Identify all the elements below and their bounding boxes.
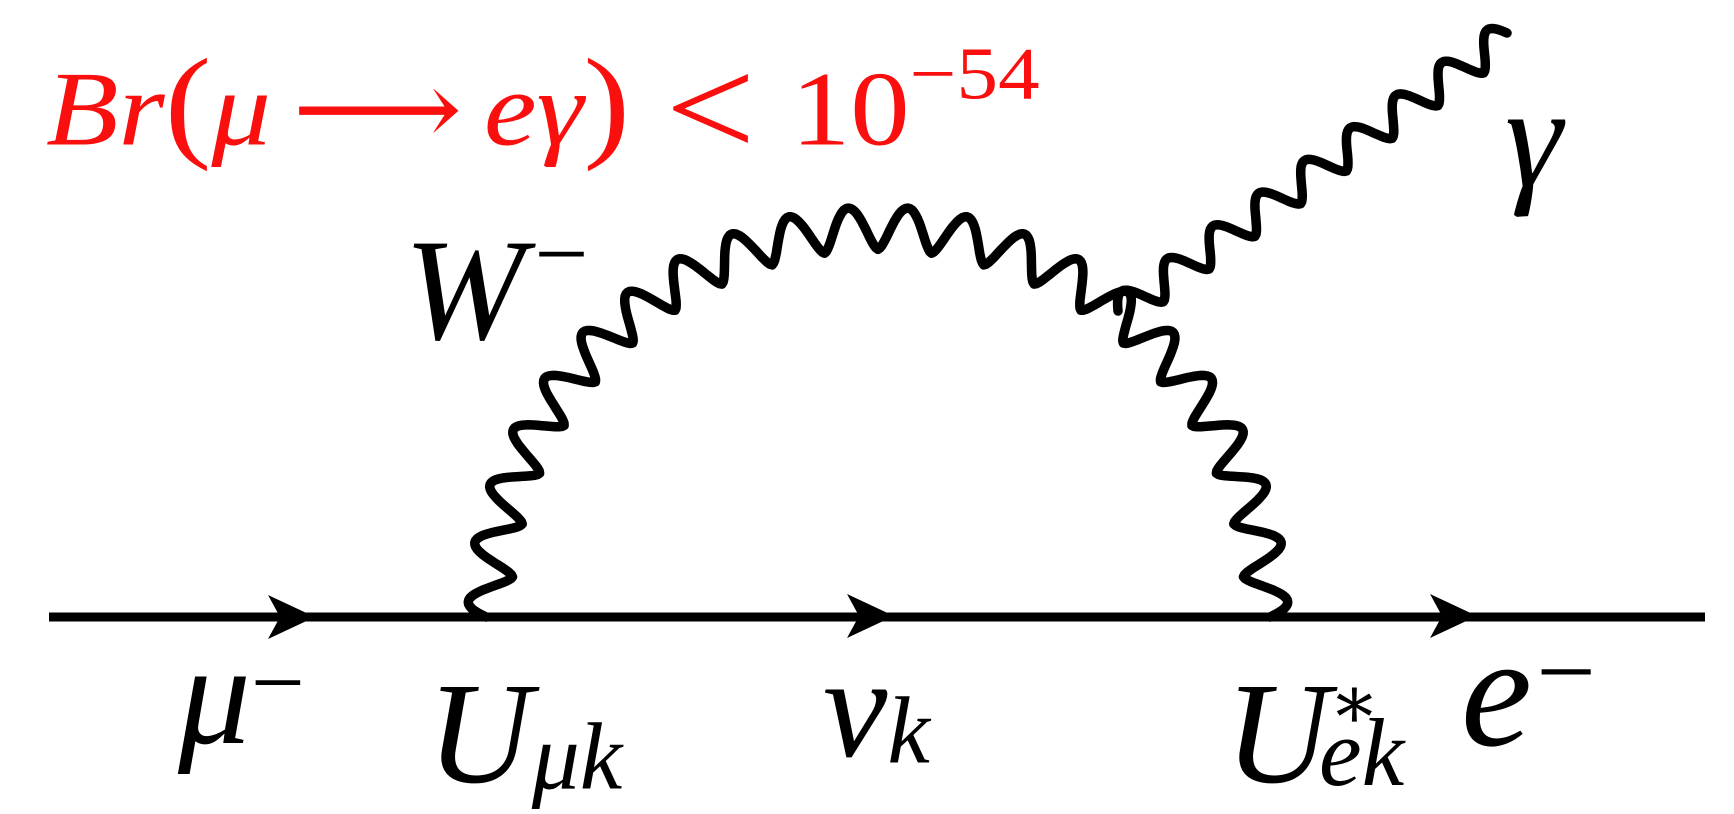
u-mu-vertex-label: Uμk xyxy=(427,662,622,807)
photon-label: γ xyxy=(1505,66,1562,211)
u-e-conjugate-star: ∗ xyxy=(1329,662,1380,745)
w-boson-propagator xyxy=(463,203,1293,622)
u-e-subscript: ek xyxy=(1319,699,1405,806)
formula-e-gamma: eγ xyxy=(483,50,584,168)
u-mu-symbol: U xyxy=(427,654,532,814)
u-e-vertex-label: U∗ek xyxy=(1225,662,1404,807)
muon-symbol: μ xyxy=(178,615,251,775)
photon-line xyxy=(1112,23,1512,316)
muon-label: μ− xyxy=(178,623,305,768)
electron-symbol: e xyxy=(1461,602,1533,780)
formula-open-paren: ( xyxy=(164,34,212,173)
formula-arrow: ⟶ xyxy=(292,50,463,168)
neutrino-symbol: ν xyxy=(823,628,888,788)
neutrino-label: νk xyxy=(823,636,930,781)
u-e-symbol: U xyxy=(1225,654,1330,814)
photon-symbol: γ xyxy=(1505,58,1563,218)
w-boson-label: W− xyxy=(404,206,588,364)
electron-charge: − xyxy=(1536,612,1596,730)
muon-charge: − xyxy=(250,629,305,736)
branching-ratio-limit: Br(μ⟶eγ)<10−54 xyxy=(46,36,1040,179)
neutrino-subscript: k xyxy=(887,677,930,784)
formula-exponent: −54 xyxy=(909,33,1040,116)
formula-base-ten: 10 xyxy=(790,50,910,168)
muon-arrowhead xyxy=(268,595,315,639)
neutrino-arrowhead xyxy=(847,594,894,638)
formula-br: Br xyxy=(46,50,165,168)
w-boson-charge: − xyxy=(534,201,589,307)
electron-arrowhead xyxy=(1430,594,1477,638)
formula-mu: μ xyxy=(211,50,271,168)
electron-label: e− xyxy=(1461,611,1596,771)
formula-less-than: < xyxy=(665,28,756,187)
formula-close-paren: ) xyxy=(583,34,631,173)
u-mu-subscript: μk xyxy=(531,703,623,810)
w-boson-symbol: W xyxy=(404,210,525,371)
